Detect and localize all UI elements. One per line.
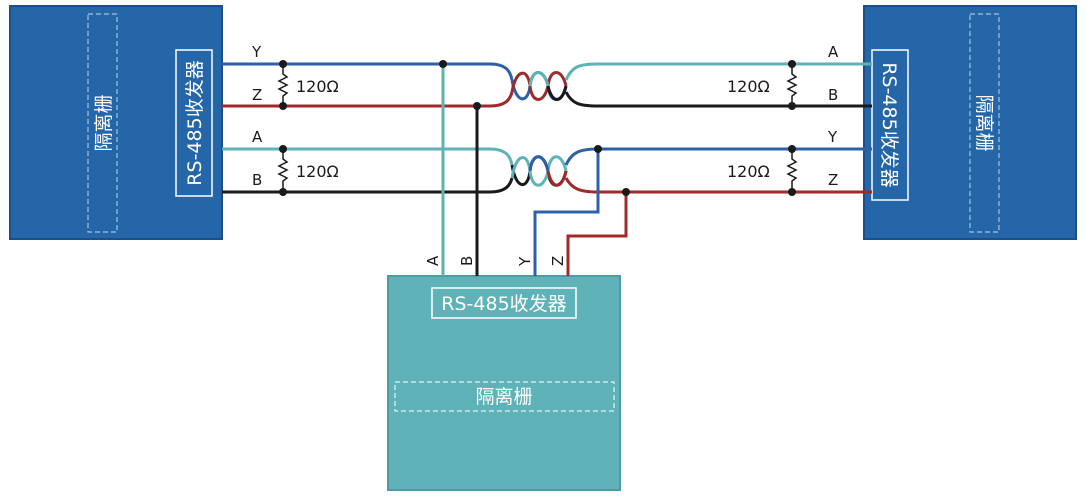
right-resistor-2-value: 120Ω: [727, 162, 770, 181]
bus1-twist-red: [510, 71, 568, 101]
bottom-pin-y-label: Y: [516, 256, 534, 267]
bottom-device-box: [387, 275, 621, 491]
junction-dot: [788, 102, 796, 110]
bus2-twist-red: [546, 170, 568, 187]
left-pin-b-label: B: [252, 171, 262, 189]
left-resistor-2: [277, 149, 289, 192]
left-a-wire: [222, 147, 514, 166]
left-resistor-1-value: 120Ω: [296, 77, 339, 96]
junction-dot: [788, 145, 796, 153]
left-pin-z-label: Z: [252, 86, 262, 104]
right-resistor-1-value: 120Ω: [727, 77, 770, 96]
right-pin-a-label: A: [828, 43, 839, 61]
right-pin-y-label: Y: [827, 128, 838, 146]
left-isolation-barrier: [87, 13, 118, 233]
right-transceiver-box: [871, 49, 909, 201]
junction-dot: [279, 102, 287, 110]
right-z-wire: [564, 177, 872, 194]
left-pin-y-label: Y: [251, 43, 262, 61]
left-y-wire: [222, 62, 514, 81]
right-pin-z-label: Z: [828, 171, 838, 189]
junction-dot: [594, 145, 602, 153]
left-resistor-2-value: 120Ω: [296, 162, 339, 181]
bottom-barrier-label: 隔离栅: [475, 386, 532, 408]
drop-wires: [441, 64, 628, 276]
bottom-pin-z-label: Z: [549, 256, 567, 266]
termination-resistors: [277, 64, 798, 192]
junction-dot: [622, 188, 630, 196]
bottom-device: RS-485收发器 隔离栅: [387, 275, 621, 491]
right-y-wire: [564, 147, 872, 166]
bottom-pin-b-label: B: [458, 256, 476, 266]
bus2-twist-cyan: [510, 155, 568, 187]
left-resistor-1: [277, 64, 289, 106]
right-b-wire: [564, 91, 872, 108]
left-pin-a-label: A: [252, 128, 263, 146]
bottom-transceiver-box: [431, 287, 577, 319]
left-transceiver-box: [175, 49, 213, 197]
pin-labels: Y Z A B A B Y Z A B Y Z: [251, 43, 839, 267]
junction-dot: [788, 60, 796, 68]
junction-dot: [279, 188, 287, 196]
resistor-labels: 120Ω 120Ω 120Ω 120Ω: [296, 77, 770, 181]
left-transceiver-label: RS-485收发器: [184, 60, 206, 185]
right-resistor-1: [786, 64, 798, 106]
left-barrier-label: 隔离栅: [93, 94, 115, 151]
junction-dot: [279, 145, 287, 153]
left-device: 隔离栅 RS-485收发器: [9, 5, 223, 240]
right-isolation-barrier: [969, 13, 1000, 233]
bus1-twist-blue: [510, 71, 568, 101]
junction-dot: [439, 60, 447, 68]
right-device: 隔离栅 RS-485收发器: [863, 5, 1077, 240]
bottom-isolation-barrier: [394, 381, 615, 412]
right-barrier-label: 隔离栅: [973, 94, 995, 151]
right-pin-b-label: B: [828, 86, 838, 104]
junction-dot: [788, 188, 796, 196]
drop-z-wire: [566, 192, 628, 276]
bus1-twist-black: [546, 85, 568, 101]
bus1-twist-cyan: [528, 71, 550, 87]
bottom-transceiver-label: RS-485收发器: [441, 293, 566, 315]
left-b-wire: [222, 177, 514, 194]
left-z-wire: [222, 91, 514, 108]
junction-dot: [473, 102, 481, 110]
drop-y-wire: [533, 149, 600, 276]
junction-dot: [279, 60, 287, 68]
right-resistor-2: [786, 149, 798, 192]
bottom-pin-a-label: A: [424, 255, 442, 266]
bus2-twist-blue: [528, 155, 550, 172]
bus-1-wires: [222, 62, 872, 108]
right-transceiver-label: RS-485收发器: [878, 62, 900, 187]
right-a-wire: [564, 62, 872, 81]
bus2-twist-black: [510, 155, 568, 187]
junction-dots: [279, 60, 796, 196]
